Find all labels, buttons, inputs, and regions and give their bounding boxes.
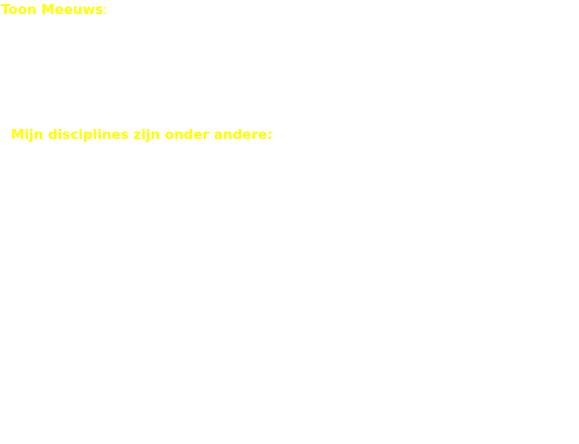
author-name: Toon Meeuws xyxy=(1,2,104,18)
disciplines-heading: Mijn disciplines zijn onder andere: xyxy=(11,127,273,143)
author-line: Toon Meeuws: xyxy=(1,1,108,19)
author-separator: : xyxy=(103,2,108,18)
